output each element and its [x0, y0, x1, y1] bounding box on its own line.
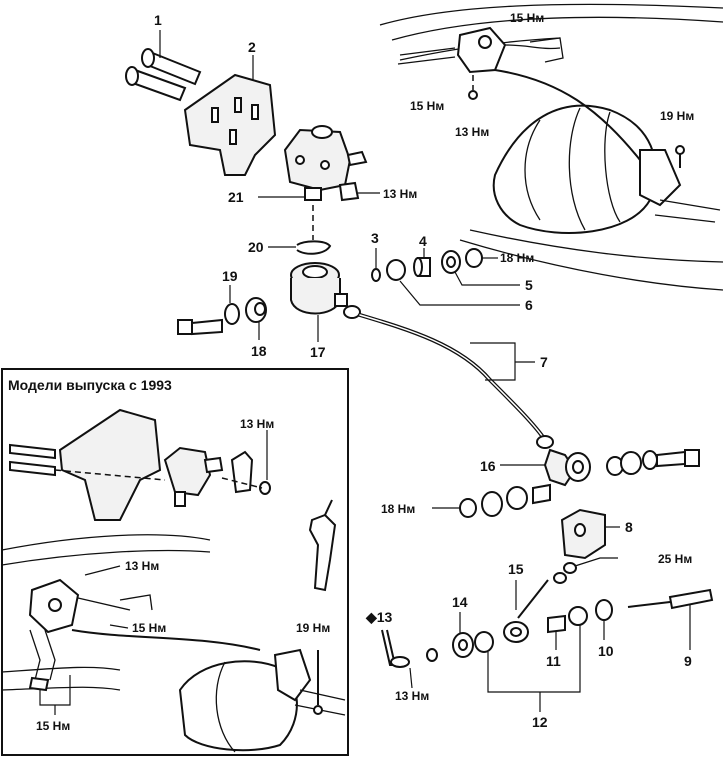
torque-inset-a: 13 Нм: [240, 417, 274, 431]
torque-bolt-8: 25 Нм: [658, 552, 692, 566]
label-part-1: 1: [154, 12, 162, 28]
part-1-link-bolts: [125, 30, 202, 102]
label-part-15: 15: [508, 561, 524, 577]
label-part-13: ◆13: [365, 609, 393, 625]
inset-title: Модели выпуска с 1993: [8, 377, 172, 393]
torque-inset-b: 13 Нм: [125, 559, 159, 573]
part-16-cable-end: [500, 448, 700, 487]
inset-illustration: [1, 408, 346, 753]
part-21-valve: [258, 125, 380, 202]
vehicle-context-top-right: [379, 3, 723, 291]
part-19-18-bolt-washer: [177, 285, 267, 340]
part-8-bracket: [560, 508, 620, 560]
torque-top-right-b: 15 Нм: [410, 99, 444, 113]
label-part-7: 7: [540, 354, 548, 370]
label-part-16: 16: [480, 458, 496, 474]
label-part-5: 5: [525, 277, 533, 293]
torque-nut-left: 18 Нм: [381, 502, 415, 516]
torque-clip-13: 13 Нм: [395, 689, 429, 703]
label-part-6: 6: [525, 297, 533, 313]
parts-nut-washer-row: [432, 483, 551, 518]
bolt-25nm: [553, 557, 618, 584]
torque-top-right-a: 15 Нм: [510, 11, 544, 25]
parts-10-15-assembly: [452, 579, 613, 712]
label-part-4: 4: [419, 233, 427, 249]
label-part-19: 19: [222, 268, 238, 284]
label-part-11: 11: [546, 653, 561, 669]
label-part-10: 10: [598, 643, 614, 659]
label-part-8: 8: [625, 519, 633, 535]
label-part-20: 20: [248, 239, 264, 255]
part-7-cable: [343, 305, 554, 449]
torque-valve: 13 Нм: [383, 187, 417, 201]
torque-inset-d: 19 Нм: [296, 621, 330, 635]
label-part-14: 14: [452, 594, 468, 610]
label-part-21: 21: [228, 189, 244, 205]
torque-inset-c: 15 Нм: [132, 621, 166, 635]
label-part-3: 3: [371, 230, 379, 246]
label-part-18: 18: [251, 343, 267, 359]
part-13-clip: [381, 629, 438, 689]
inset-frame: [1, 368, 349, 756]
torque-top-right-d: 19 Нм: [660, 109, 694, 123]
part-9-rod: [627, 588, 714, 650]
part-17-lever: [290, 262, 348, 342]
label-part-12: 12: [532, 714, 548, 730]
part-20-circlip: [268, 240, 332, 255]
parts-3-6-hardware: [371, 248, 520, 306]
label-part-9: 9: [684, 653, 692, 669]
part-2-bracket: [183, 55, 277, 176]
torque-nut-5: 18 Нм: [500, 251, 534, 265]
torque-top-right-c: 13 Нм: [455, 125, 489, 139]
part-number-labels: 1 2 3 4 5 6 7 8 9 10 11 12 ◆13 14 15 16 …: [154, 12, 692, 730]
label-part-17: 17: [310, 344, 326, 360]
torque-labels: 15 Нм 15 Нм 13 Нм 19 Нм 13 Нм 18 Нм 18 Н…: [36, 11, 694, 733]
label-part-2: 2: [248, 39, 256, 55]
torque-inset-e: 15 Нм: [36, 719, 70, 733]
